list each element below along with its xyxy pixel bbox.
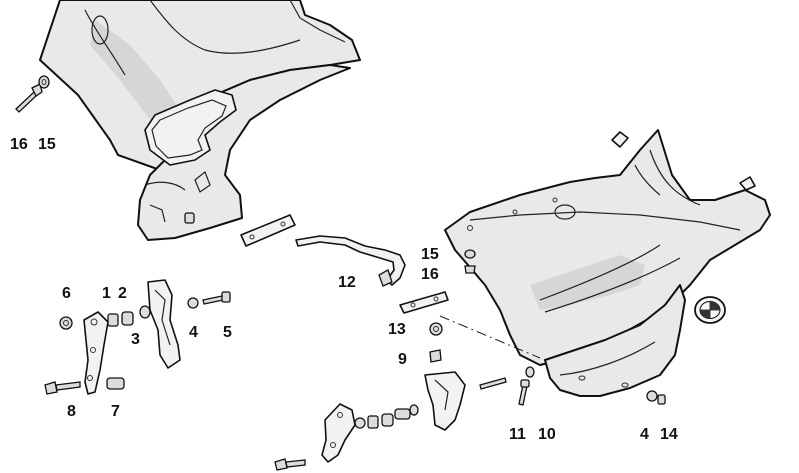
callout-16-upper: 16 [10, 136, 28, 153]
nut-6 [59, 316, 73, 330]
washer-10 [525, 366, 535, 378]
bracket-3-panel [147, 279, 181, 369]
callout-3: 3 [131, 331, 140, 348]
callout-labels: 16 15 6 1 2 3 4 5 8 7 12 15 16 13 9 11 1… [10, 136, 678, 443]
hardware-lower [274, 377, 507, 471]
washer-3 [139, 305, 151, 319]
washer-15-upper [38, 75, 50, 89]
bushing-1 [107, 313, 119, 327]
washer-4-right [646, 390, 658, 402]
bracket-panel-lower [424, 371, 466, 431]
right-rear-panel [444, 129, 771, 397]
callout-5: 5 [223, 324, 232, 341]
bolt-11 [518, 379, 530, 406]
callout-9: 9 [398, 351, 407, 368]
callout-2: 2 [118, 285, 127, 302]
washer-15-right [464, 249, 476, 259]
bracket-13 [399, 291, 449, 314]
hinge-bracket-lower [321, 403, 356, 463]
callout-15-right: 15 [421, 246, 439, 263]
bolt-14 [657, 394, 666, 405]
callout-6: 6 [62, 285, 71, 302]
left-rear-panel [39, 0, 361, 241]
emblem-roundel [694, 296, 726, 324]
callout-11: 11 [509, 426, 526, 443]
nut-13 [429, 322, 443, 336]
bracket-plate [240, 214, 296, 247]
bolt-16-right [464, 265, 476, 274]
callout-4-left: 4 [189, 324, 198, 341]
callout-1: 1 [102, 285, 111, 302]
callout-7: 7 [111, 403, 120, 420]
callout-4-right: 4 [640, 426, 649, 443]
callout-8: 8 [67, 403, 76, 420]
bolt-8 [44, 381, 81, 395]
brace-12 [295, 235, 406, 287]
callout-12: 12 [338, 274, 356, 291]
leader-line [439, 315, 541, 359]
callout-10: 10 [538, 426, 556, 443]
sleeve-7 [106, 377, 125, 390]
bolt-5 [202, 291, 231, 305]
clip-9 [429, 349, 442, 363]
callout-14: 14 [660, 426, 678, 443]
hinge-bracket-left [83, 311, 109, 395]
bolt-16-upper [15, 83, 43, 113]
callout-15-upper: 15 [38, 136, 56, 153]
bushing-2 [121, 311, 134, 326]
callout-13: 13 [388, 321, 406, 338]
callout-16-right: 16 [421, 266, 439, 283]
washer-4-left [187, 297, 199, 309]
